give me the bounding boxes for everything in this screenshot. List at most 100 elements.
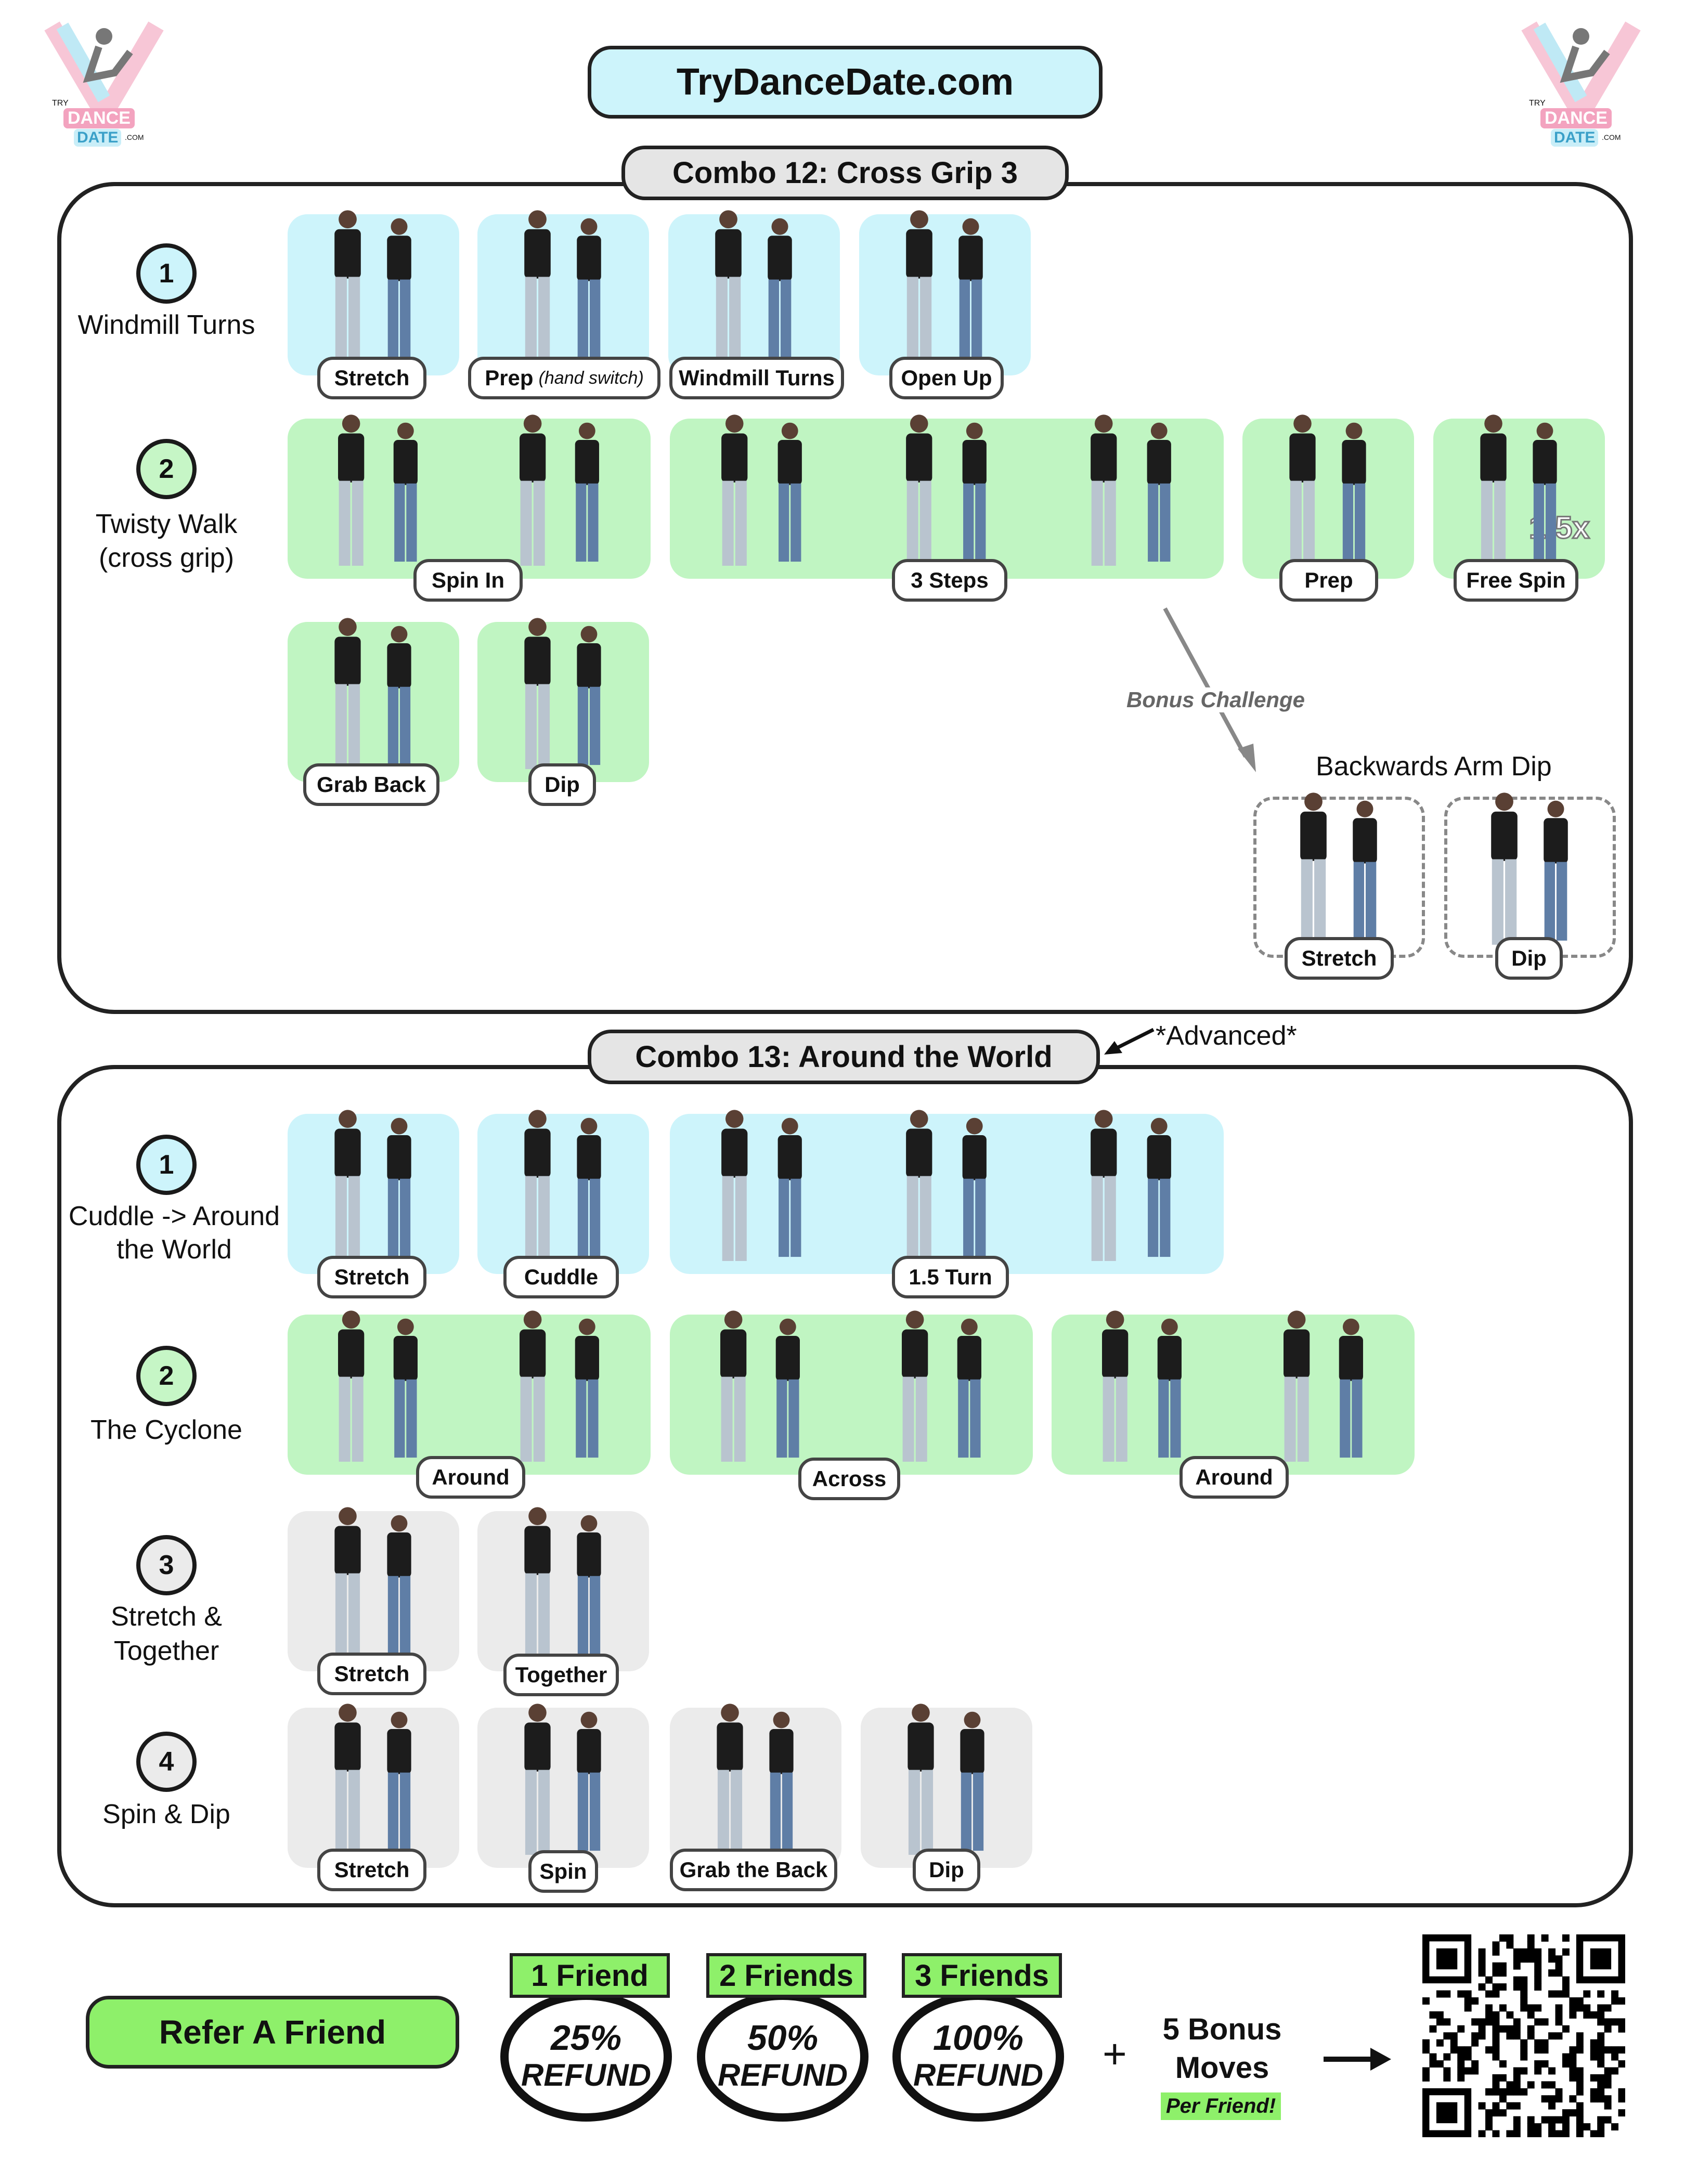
bonus-challenge-label: Bonus Challenge [1123,687,1308,712]
refund-percent: 100% [933,2018,1023,2058]
step-name-line2: (cross grip) [98,543,235,573]
move-label: Windmill Turns [669,357,844,399]
move-label: Open Up [889,357,1004,399]
dancer-figure [906,414,932,566]
bonus-move-title: Backwards Arm Dip [1316,751,1552,782]
dancer-figure [524,1110,551,1261]
advanced-note: *Advanced* [1156,1021,1297,1051]
dancer-figure [334,1507,361,1658]
move-label: Stretch [1285,937,1394,980]
step-name-line2: the World [116,1234,232,1265]
move-photo-panel [861,1708,1032,1868]
combo13-title: Combo 13: Around the World [588,1030,1100,1084]
dancer-figure [1480,414,1507,566]
refund-badge: 50% REFUND [697,1992,869,2122]
step-number-badge: 2 [136,1346,197,1406]
dancer-figure [962,1117,987,1257]
dancer-figure [393,1318,418,1458]
move-label: Stretch [317,1653,426,1695]
refer-a-friend-button[interactable]: Refer A Friend [86,1996,459,2069]
dancer-figure [577,1515,601,1655]
dancer-figure [717,1704,743,1855]
step-number-badge: 3 [136,1535,197,1595]
dancer-figure [777,422,802,562]
dancer-figure [387,1711,411,1851]
move-photo-panel [1444,797,1616,958]
dancer-figure [524,1704,551,1855]
logo-com: .COM [1602,133,1621,141]
combo12-title: Combo 12: Cross Grip 3 [621,146,1069,200]
move-label: 3 Steps [892,559,1007,602]
dancer-figure [520,1310,546,1462]
dancer-figure [524,1507,551,1658]
plus-sign: + [1103,2031,1127,2077]
move-label: Spin In [413,559,523,602]
dancer-figure [1091,414,1117,566]
dancer-figure [1339,1318,1363,1458]
dancer-figure [775,1318,800,1458]
dancer-figure [577,1117,601,1257]
dancer-figure [906,210,932,362]
move-label: Dip [1495,937,1563,980]
dancer-figure [1289,414,1316,566]
dancer-figure [1533,422,1557,562]
move-photo-panel [477,622,649,782]
step-name: Spin & Dip [102,1799,230,1829]
dancer-figure [1300,792,1327,945]
dancer-figure [721,1110,748,1261]
dancer-figure [1091,1110,1117,1261]
dancer-figure [769,1711,794,1851]
dancer-figure [958,218,983,358]
dancer-figure [387,1515,411,1655]
bonus-moves-line1: 5 Bonus [1162,2012,1282,2046]
dancer-figure [524,618,551,769]
logo-com: .COM [125,133,144,141]
tier-friends-label: 1 Friend [510,1953,670,1998]
dancer-figure [338,1310,365,1462]
move-label-note: (hand switch) [538,368,644,388]
dancer-figure [577,1711,601,1851]
refund-percent: 50% [747,2018,819,2058]
dancer-figure [1147,1117,1171,1257]
move-photo-panel [477,214,649,375]
dancer-figure [520,414,546,566]
bonus-moves-line2: Moves [1175,2051,1269,2085]
move-photo-panel [670,419,1224,579]
dancer-figure [715,210,742,362]
logo-right: TRY DANCE DATE .COM [1519,16,1643,151]
move-photo-panel [288,214,459,375]
dancer-figure [1284,1310,1310,1462]
dancer-figure [1544,800,1568,941]
dancer-figure [908,1704,934,1855]
refund-text: REFUND [913,2058,1043,2092]
logo-date: DATE [74,129,122,147]
dancer-figure [902,1310,928,1462]
dancer-figure [387,1117,411,1257]
refund-text: REFUND [718,2058,848,2092]
move-photo-panel [288,1114,459,1274]
step-name: Windmill Turns [77,310,255,340]
qr-code-icon[interactable] [1422,1934,1625,2137]
dancer-figure [957,1318,981,1458]
move-photo-panel [670,1708,841,1868]
dancer-figure [338,414,365,566]
dancer-figure [387,218,411,358]
move-photo-panel [477,1114,649,1274]
logo-try: TRY [52,99,69,108]
refund-badge: 25% REFUND [500,1992,672,2122]
move-label: Cuddle [503,1256,619,1298]
site-title[interactable]: TryDanceDate.com [588,46,1103,119]
dancer-figure [777,1117,802,1257]
right-arrow-icon [1324,2048,1391,2071]
dancer-figure [720,1310,747,1462]
move-label: Prep [1279,559,1378,602]
dancer-figure [334,210,361,362]
step-name-line1: Cuddle -> Around [68,1201,280,1231]
tier-friends-label: 2 Friends [706,1953,866,1998]
move-label: 1.5 Turn [892,1256,1009,1298]
step-name: The Cyclone [90,1415,242,1445]
dancer-figure [524,210,551,362]
move-label: Stretch [317,1849,426,1891]
step-number-badge: 2 [136,439,197,499]
